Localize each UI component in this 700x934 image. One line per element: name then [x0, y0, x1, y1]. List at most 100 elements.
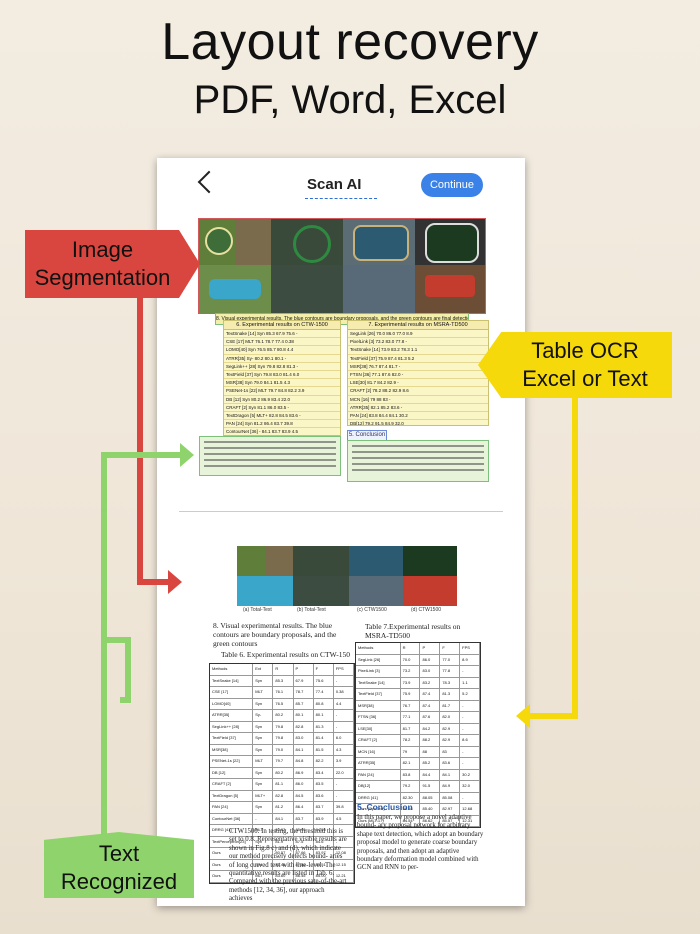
table-cell: 86.0 — [294, 779, 314, 790]
image-caption: (d) CTW1500 — [411, 607, 442, 613]
table-cell: 88.2 — [420, 735, 441, 746]
photo-tile — [403, 576, 457, 606]
table-row: LOMO[40] Syn 76.5 85.7 80.8 4.4 — [224, 346, 340, 355]
table-cell: - — [334, 710, 354, 721]
table-cell: 83.0 — [420, 666, 441, 677]
table-cell: - — [334, 825, 354, 836]
table-cell: 81.7 — [401, 723, 421, 734]
continue-button[interactable]: Continue — [421, 173, 483, 197]
table-cell: - — [253, 848, 274, 859]
table-cell: 85.3 — [273, 675, 294, 686]
table-cell: Syn — [253, 779, 274, 790]
table-row: PAN [24] Syn 81.2 86.4 83.7 39.8 — [224, 420, 340, 429]
table-cell: 30.2 — [460, 769, 480, 780]
table-cell: 80.1 — [314, 710, 334, 721]
table-row: PixelLink [3] 73.2 83.0 77.8 - — [348, 338, 488, 347]
table-row: TextField [37] 75.9 87.4 81.3 5.2 — [348, 355, 488, 363]
label-line: Table OCR — [531, 338, 639, 363]
table-cell: 88.05 — [420, 792, 441, 803]
table-cell: P — [420, 643, 441, 654]
table-cell: 78.2 — [401, 735, 421, 746]
table-cell: DRRG [41] — [210, 825, 254, 836]
table-cell: 5.2 — [460, 689, 480, 700]
table-cell: 84.1 — [273, 813, 294, 824]
table-cell: 8.9 — [460, 654, 480, 665]
photo-tile — [235, 219, 271, 265]
table-cell: 79.7 — [273, 756, 294, 767]
table-row: DB[12] 79.2 91.5 84.9 32.0 — [348, 420, 488, 425]
label-line: Excel or Text — [522, 366, 648, 391]
table-cell: - — [253, 813, 274, 824]
table-row: ATRR[35] Sy- 80.2 80.1 80.1 - — [224, 355, 340, 363]
table6-detected: 6. Experimental results on CTW-1500 Text… — [223, 320, 341, 436]
title-underline — [305, 198, 377, 199]
text-block-detected — [347, 440, 489, 482]
table-row: ContourNet [36] - 84.1 83.7 83.9 4.5 — [224, 428, 340, 435]
table-cell: - — [460, 758, 480, 769]
table-cell: 77.0 — [440, 654, 461, 665]
table-cell: 84.9 — [440, 781, 461, 792]
table-cell: 12.15 — [334, 859, 354, 870]
table-cell: 82.9 — [440, 723, 461, 734]
table-cell: 87.4 — [420, 700, 441, 711]
table-cell: 82.0 — [440, 712, 461, 723]
table-cell: 81.4 — [314, 733, 334, 744]
table-cell: 4.4 — [334, 698, 354, 709]
table-cell: 12.68 — [460, 804, 480, 815]
table-cell: 85.2 — [420, 758, 441, 769]
table-row: SegLink++ [28] Syn 79.8 82.8 81.3 - — [224, 363, 340, 371]
table-cell: TextSnake [14] — [210, 675, 254, 686]
yellow-arrow — [528, 398, 578, 719]
table-cell: Syn — [253, 802, 274, 813]
table-ocr-label: Table OCR Excel or Text — [478, 332, 672, 398]
table-cell: TextPerceptron[23] — [210, 836, 254, 847]
table-cell: 3.9 — [334, 756, 354, 767]
table-cell: 82.8 — [294, 721, 314, 732]
table-cell: ContourNet [36] — [210, 813, 254, 824]
app-screen: Scan AI Continue 8. Visual experimental … — [157, 158, 525, 906]
table-cell: 81.2 — [273, 802, 294, 813]
table-cell: 83.6 — [440, 758, 461, 769]
table-cell: TextField [37] — [210, 733, 254, 744]
photo-tile — [349, 546, 403, 576]
table-cell: PAN [24] — [356, 769, 401, 780]
table-cell: Syn — [253, 767, 274, 778]
table-cell: 86.4 — [294, 802, 314, 813]
app-title: Scan AI — [307, 176, 362, 193]
table-cell: LSE[30] — [356, 723, 401, 734]
table-cell: 81.3 — [314, 721, 334, 732]
table-cell: DB[12] — [356, 781, 401, 792]
table-cell: DRRG [41] — [356, 792, 401, 803]
green-arrowhead — [180, 443, 194, 467]
table-cell: 77.8 — [440, 666, 461, 677]
table-row: CSE [17] MLT 76.1 78.7 77.4 0.38 — [224, 338, 340, 347]
table-row: TextSnake [14] 73.9 83.2 78.3 1.1 — [348, 346, 488, 355]
red-arrowhead — [168, 570, 182, 594]
table-cell: 84.4 — [420, 769, 441, 780]
table-cell: 85.93 — [294, 825, 314, 836]
photo-tile — [237, 546, 265, 576]
label-line: Text — [98, 841, 140, 866]
table-cell: MLT+ — [253, 790, 274, 801]
photo-tile — [199, 265, 271, 313]
table-cell: 82.30 — [401, 792, 421, 803]
table-cell: 83.4 — [314, 767, 334, 778]
table-cell: Methods — [210, 664, 254, 675]
photo-tile — [343, 265, 415, 313]
table-cell: 87.66 — [294, 848, 314, 859]
table-row: CRAFT [2] 78.2 88.2 82.9 8.6 — [348, 387, 488, 396]
table-cell: 85.08 — [440, 792, 461, 803]
table7-detected: 7. Experimental results on MSRA-TD500 Se… — [347, 320, 489, 426]
